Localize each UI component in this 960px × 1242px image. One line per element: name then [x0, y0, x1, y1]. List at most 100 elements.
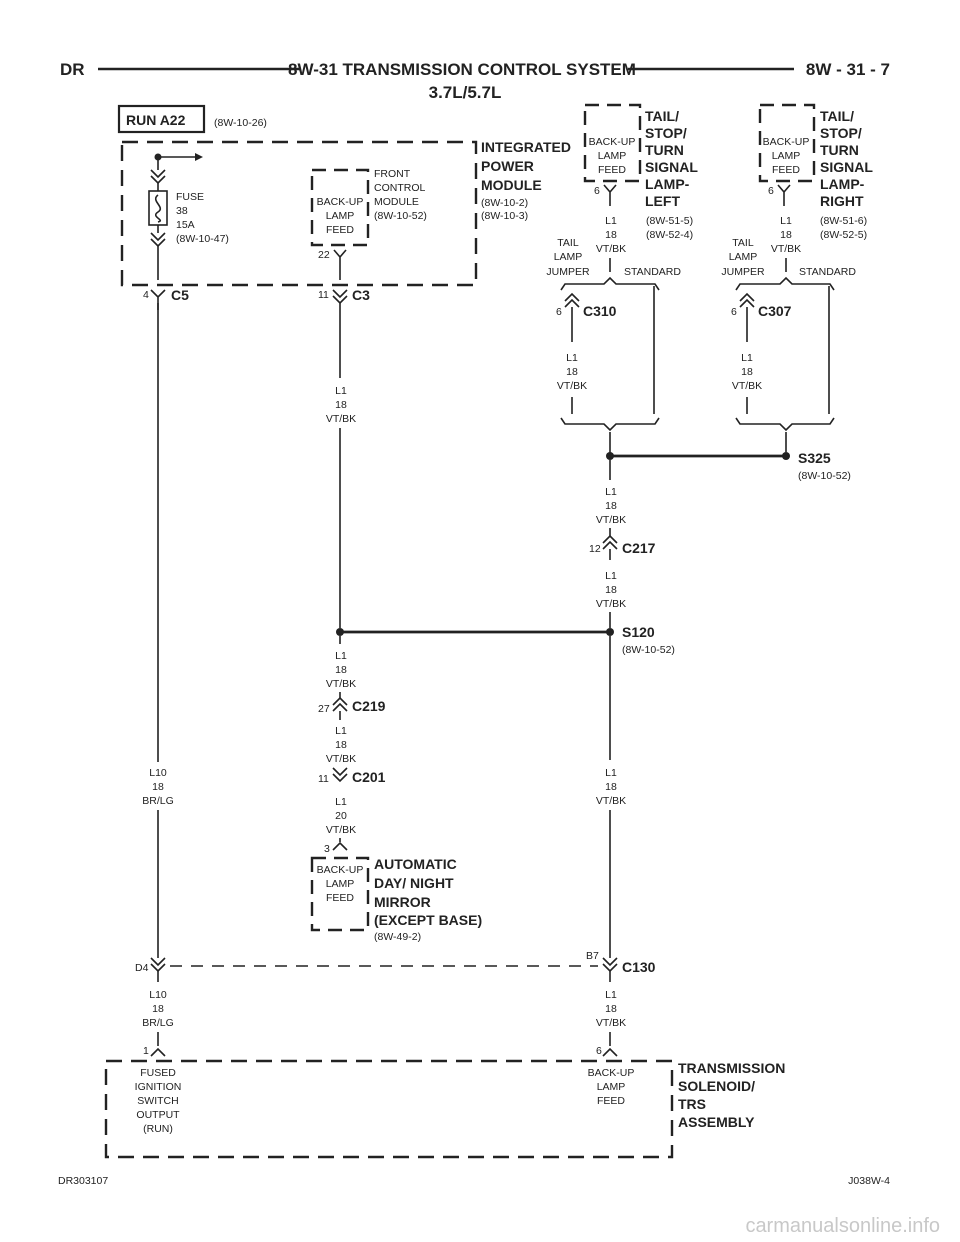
- ipm-title-2: POWER: [481, 158, 534, 174]
- c307-connector-icon: [739, 292, 755, 320]
- ipm-dashed-box: [120, 140, 478, 287]
- fuse-element-icon: [154, 194, 162, 223]
- s120-right-wire-3: VT/BK: [596, 795, 626, 807]
- s120-right-wire-2: 18: [605, 781, 617, 793]
- l10-upper-1: L10: [149, 767, 167, 779]
- l10-lower-2: 18: [152, 1003, 164, 1015]
- s120-left-node: [336, 628, 344, 636]
- lamp-left-pin: 6: [594, 185, 600, 197]
- s120-ref: (8W-10-52): [622, 644, 675, 656]
- c310-wire-3: VT/BK: [557, 380, 587, 392]
- bus-arrow-head: [195, 153, 203, 161]
- trs-right-3: FEED: [597, 1095, 625, 1107]
- c307-pin: 6: [731, 306, 737, 318]
- lamp-right-feed-3: FEED: [772, 164, 800, 176]
- c3-wire-1: L1: [335, 385, 347, 397]
- c219-pin: 27: [318, 703, 330, 715]
- fcm-label-4: (8W-10-52): [374, 210, 427, 222]
- c3-pin: 11: [318, 289, 329, 301]
- c310-label: C310: [583, 303, 617, 319]
- run-a22-label: RUN A22: [126, 112, 186, 128]
- lamp-right-ref-2: (8W-52-5): [820, 229, 867, 241]
- jumper-left-tail-2: LAMP: [554, 251, 583, 263]
- trs-pin-left: 1: [143, 1045, 149, 1057]
- ipm-title-1: INTEGRATED: [481, 139, 571, 155]
- run-a22-box: [117, 104, 206, 134]
- mirror-title-2: DAY/ NIGHT: [374, 875, 454, 891]
- c307-wire-2: 18: [741, 366, 753, 378]
- fcm-label-3: MODULE: [374, 196, 419, 208]
- lamp-right-ref-1: (8W-51-6): [820, 215, 867, 227]
- fuse-38-icon: [148, 190, 168, 226]
- l10-upper-2: 18: [152, 781, 164, 793]
- s325-ref: (8W-10-52): [798, 470, 851, 482]
- jumper-right-top-bracket: [735, 276, 835, 291]
- trs-title-4: ASSEMBLY: [678, 1114, 755, 1130]
- c201-wire-2: 20: [335, 810, 347, 822]
- s120-left-wire-3: VT/BK: [326, 678, 356, 690]
- fcm-label-1: FRONT: [374, 168, 411, 180]
- c5-label: C5: [171, 287, 189, 303]
- trs-left-2: IGNITION: [135, 1081, 182, 1093]
- lamp-left-title-3: TURN: [645, 142, 684, 158]
- lamp-left-title-4: SIGNAL: [645, 159, 698, 175]
- c217-wire-3: VT/BK: [596, 598, 626, 610]
- lamp-right-title-1: TAIL/: [820, 108, 854, 124]
- trs-right-connector: [602, 1047, 618, 1057]
- c310-wire-2: 18: [566, 366, 578, 378]
- fcm-pin-22: 22: [318, 249, 330, 261]
- c219-wire-3: VT/BK: [326, 753, 356, 765]
- lamp-left-title-2: STOP/: [645, 125, 687, 141]
- trs-title-1: TRANSMISSION: [678, 1060, 785, 1076]
- c130-pin-left: D4: [135, 962, 149, 974]
- page-title: 8W-31 TRANSMISSION CONTROL SYSTEM: [288, 60, 636, 79]
- lamp-left-feed-2: LAMP: [598, 150, 627, 162]
- lamp-left-wire-3: VT/BK: [596, 243, 626, 255]
- lamp-left-feed-1: BACK-UP: [589, 136, 636, 148]
- engine-subtitle: 3.7L/5.7L: [429, 83, 502, 102]
- c217-pin: 12: [589, 543, 601, 555]
- s120-left-wire-1: L1: [335, 650, 347, 662]
- lamp-right-dashed-box: [758, 103, 816, 183]
- footer-left: DR303107: [58, 1175, 108, 1187]
- c217-wire-1: L1: [605, 570, 617, 582]
- ipm-ref-2: (8W-10-3): [481, 210, 528, 222]
- lamp-left-title-6: LEFT: [645, 193, 680, 209]
- c307-label: C307: [758, 303, 792, 319]
- header-left: DR: [60, 60, 85, 79]
- s325-label: S325: [798, 450, 831, 466]
- lamp-right-title-5: LAMP-: [820, 176, 865, 192]
- c130-right-connector: [602, 957, 618, 973]
- fuse-label-1: FUSE: [176, 191, 204, 203]
- c130-wire-3: VT/BK: [596, 1017, 626, 1029]
- trs-left-3: SWITCH: [137, 1095, 178, 1107]
- fcm-feed-3: FEED: [326, 224, 354, 236]
- c219-wire-1: L1: [335, 725, 347, 737]
- c219-connector-icon: [332, 696, 348, 720]
- c201-wire-1: L1: [335, 796, 347, 808]
- c3-label: C3: [352, 287, 370, 303]
- c217-connector-icon: [602, 534, 618, 560]
- lamp-left-ref-2: (8W-52-4): [646, 229, 693, 241]
- fuse-label-3: 15A: [176, 219, 195, 231]
- c310-connector-icon: [564, 292, 580, 320]
- l10-lower-3: BR/LG: [142, 1017, 174, 1029]
- c219-label: C219: [352, 698, 386, 714]
- lamp-right-connector: [777, 184, 791, 206]
- c130-pin-right: B7: [586, 950, 599, 962]
- fcm-label-2: CONTROL: [374, 182, 425, 194]
- lamp-left-connector: [603, 184, 617, 206]
- mirror-title-3: MIRROR: [374, 894, 431, 910]
- c130-label: C130: [622, 959, 656, 975]
- trs-left-1: FUSED: [140, 1067, 176, 1079]
- mirror-pin-connector: [332, 838, 348, 851]
- footer-right: J038W-4: [848, 1175, 890, 1187]
- c201-connector-icon: [332, 767, 348, 783]
- c3-connector-icon: [332, 289, 348, 305]
- mirror-ref: (8W-49-2): [374, 931, 421, 943]
- run-a22-ref: (8W-10-26): [214, 117, 267, 129]
- lamp-right-feed-1: BACK-UP: [763, 136, 810, 148]
- trs-right-1: BACK-UP: [588, 1067, 635, 1079]
- s325-splice-dot: [782, 452, 790, 460]
- lamp-left-ref-1: (8W-51-5): [646, 215, 693, 227]
